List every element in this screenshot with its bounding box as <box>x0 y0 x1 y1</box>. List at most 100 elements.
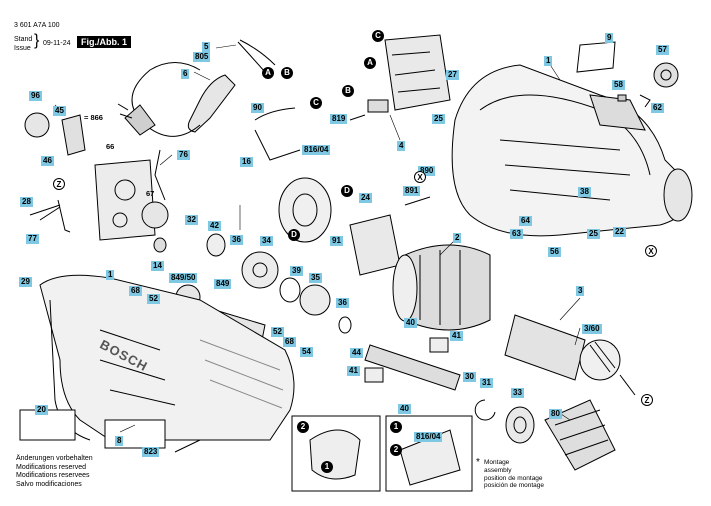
step-badge-1-right: 1 <box>390 421 402 433</box>
modifications-notice: Änderungen vorbehalten Modifications res… <box>16 455 93 489</box>
notice-line-en: Modifications reserved <box>16 463 87 471</box>
part-note-866: = 866 <box>84 113 103 122</box>
part-callout-40-bottom: 40 <box>398 404 411 414</box>
part-callout-67: 67 <box>146 189 155 198</box>
detail-badge-z-top: Z <box>53 178 65 190</box>
part-callout-3: 3 <box>576 286 585 296</box>
part-callout-57: 57 <box>656 45 669 55</box>
assembly-legend-text: Montage assembly position de montage pos… <box>484 459 544 490</box>
part-callout-849-50: 849/50 <box>169 273 198 283</box>
part-callout-66: 66 <box>106 142 115 151</box>
part-callout-16: 16 <box>240 157 253 167</box>
stand-label: Stand <box>14 36 33 43</box>
housing-right-part <box>451 64 693 237</box>
part-callout-27: 27 <box>446 70 459 80</box>
part-callout-1-left: 1 <box>106 270 115 280</box>
connector-badge-b-cable: B <box>281 67 293 79</box>
part-callout-36-mid: 36 <box>336 298 349 308</box>
part-callout-28: 28 <box>20 197 33 207</box>
part-callout-62: 62 <box>651 103 664 113</box>
part-callout-41-right: 41 <box>450 331 463 341</box>
part-callout-54: 54 <box>300 347 313 357</box>
step-badge-1-left: 1 <box>321 461 333 473</box>
part-callout-35: 35 <box>309 273 322 283</box>
part-callout-52-bottom: 52 <box>271 327 284 337</box>
part-callout-77: 77 <box>26 234 39 244</box>
step-badge-2-right: 2 <box>390 444 402 456</box>
part-callout-5: 5 <box>202 42 211 52</box>
part-callout-6: 6 <box>181 69 190 79</box>
issue-label: Issue <box>14 45 31 52</box>
part-callout-68-top: 68 <box>129 286 142 296</box>
part-callout-68-bottom: 68 <box>283 337 296 347</box>
part-callout-891: 891 <box>403 186 421 196</box>
part-callout-45: 45 <box>53 106 66 116</box>
part-callout-8: 8 <box>115 436 124 446</box>
notice-line-es: Salvo modificaciones <box>16 480 82 488</box>
chuck-part <box>474 399 616 471</box>
connector-badge-d-holder: D <box>341 185 353 197</box>
part-callout-3-60: 3/60 <box>582 324 602 334</box>
detail-badge-z-right: Z <box>641 394 653 406</box>
part-callout-76: 76 <box>177 150 190 160</box>
part-callout-58: 58 <box>612 80 625 90</box>
part-callout-80: 80 <box>549 409 562 419</box>
detail-badge-x-right: X <box>645 245 657 257</box>
connector-badge-a-switch: A <box>364 57 376 69</box>
connector-badge-c-wire: C <box>310 97 322 109</box>
part-callout-29: 29 <box>19 277 32 287</box>
part-callout-96: 96 <box>29 91 42 101</box>
field-holder-part <box>254 107 401 276</box>
part-callout-41-left: 41 <box>347 366 360 376</box>
part-callout-90: 90 <box>251 103 264 113</box>
part-callout-20: 20 <box>35 405 48 415</box>
left-small-parts <box>24 112 86 233</box>
screws-part <box>39 114 431 453</box>
part-callout-38: 38 <box>578 187 591 197</box>
part-callout-14: 14 <box>151 261 164 271</box>
cable-plug-part <box>117 39 276 137</box>
housing-left-part <box>19 274 295 449</box>
part-callout-816-04-inset: 816/04 <box>414 432 443 442</box>
part-callout-24: 24 <box>359 193 372 203</box>
part-callout-805: 805 <box>193 52 211 62</box>
connector-badge-c-top: C <box>372 30 384 42</box>
notice-line-fr: Modifications reservees <box>16 472 90 480</box>
gear-flange-part <box>94 149 166 241</box>
figure-label: Fig./Abb. 1 <box>77 36 131 48</box>
part-callout-39: 39 <box>290 266 303 276</box>
part-callout-63: 63 <box>510 229 523 239</box>
part-callout-40-top: 40 <box>404 318 417 328</box>
detail-badge-x-top: X <box>414 171 426 183</box>
part-callout-31: 31 <box>480 378 493 388</box>
step-badge-2-left: 2 <box>297 421 309 433</box>
part-callout-4: 4 <box>397 141 406 151</box>
legend-line-1: Montage <box>484 459 510 466</box>
part-callout-52-top: 52 <box>147 294 160 304</box>
part-callout-46: 46 <box>41 156 54 166</box>
armature-part <box>504 314 636 396</box>
switch-part <box>367 34 451 113</box>
part-callout-1-top: 1 <box>544 56 553 66</box>
document-number: 3 601 A7A 100 <box>14 22 60 29</box>
part-callout-849: 849 <box>214 279 232 289</box>
part-callout-819: 819 <box>330 114 348 124</box>
part-callout-36-top: 36 <box>230 235 243 245</box>
part-callout-25-top: 25 <box>432 114 445 124</box>
connector-badge-b-switch: B <box>342 85 354 97</box>
part-callout-9: 9 <box>605 33 614 43</box>
part-callout-44: 44 <box>350 348 363 358</box>
connector-badge-a-cable: A <box>262 67 274 79</box>
part-callout-823: 823 <box>142 447 160 457</box>
part-callout-32: 32 <box>185 215 198 225</box>
part-callout-56: 56 <box>548 247 561 257</box>
part-callout-33: 33 <box>511 388 524 398</box>
legend-line-3: position de montage <box>484 474 543 482</box>
part-callout-890: 890 <box>418 166 436 176</box>
assembly-star-symbol: * <box>476 457 480 468</box>
part-callout-816-04: 816/04 <box>302 145 331 155</box>
brace-glyph: } <box>34 32 40 49</box>
part-callout-30: 30 <box>463 372 476 382</box>
connector-badge-d-wire: D <box>288 229 300 241</box>
